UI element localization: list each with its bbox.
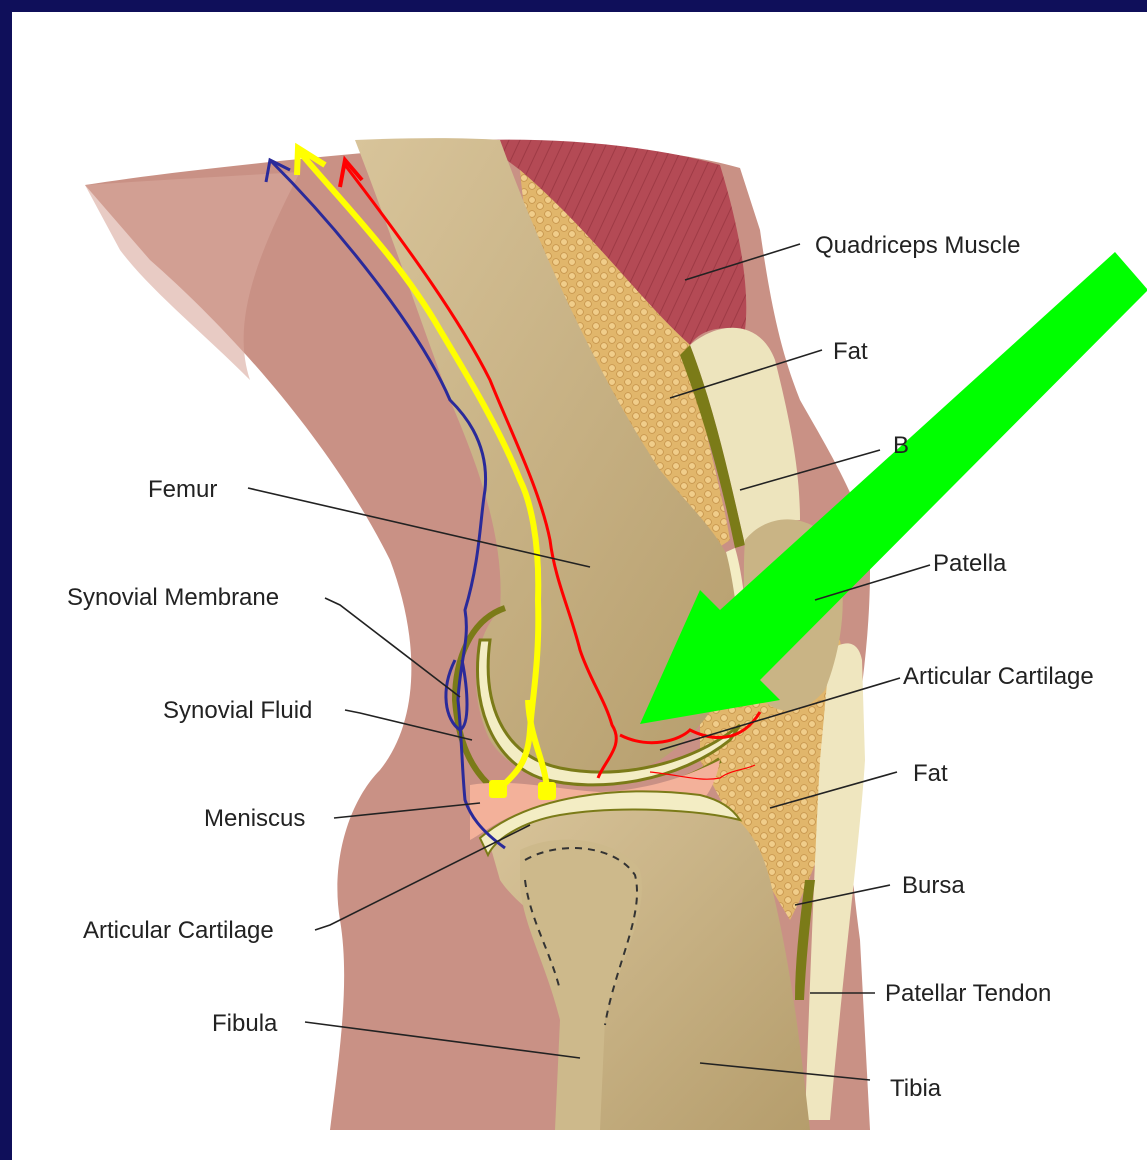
label-bursa-lower: Bursa [902, 872, 965, 899]
label-synovial-membrane: Synovial Membrane [67, 584, 279, 611]
label-fibula: Fibula [212, 1010, 278, 1037]
label-fat-upper: Fat [833, 338, 868, 365]
diagram-panel: Quadriceps Muscle Fat B Patella Articula… [12, 12, 1147, 1160]
yellow-nerve-end-left [489, 780, 507, 798]
label-articular-cartilage-left: Articular Cartilage [83, 917, 274, 944]
label-articular-cartilage-right: Articular Cartilage [903, 663, 1094, 690]
label-femur: Femur [148, 476, 217, 503]
knee-anatomy-diagram: Quadriceps Muscle Fat B Patella Articula… [12, 12, 1147, 1160]
label-bursa-upper: B [893, 432, 909, 459]
yellow-nerve-end-right [538, 782, 556, 800]
label-tibia: Tibia [890, 1075, 942, 1102]
label-quadriceps-muscle: Quadriceps Muscle [815, 232, 1020, 259]
label-fat-lower: Fat [913, 760, 948, 787]
label-patella: Patella [933, 550, 1007, 577]
label-synovial-fluid: Synovial Fluid [163, 697, 312, 724]
label-patellar-tendon: Patellar Tendon [885, 980, 1051, 1007]
label-meniscus: Meniscus [204, 805, 305, 832]
